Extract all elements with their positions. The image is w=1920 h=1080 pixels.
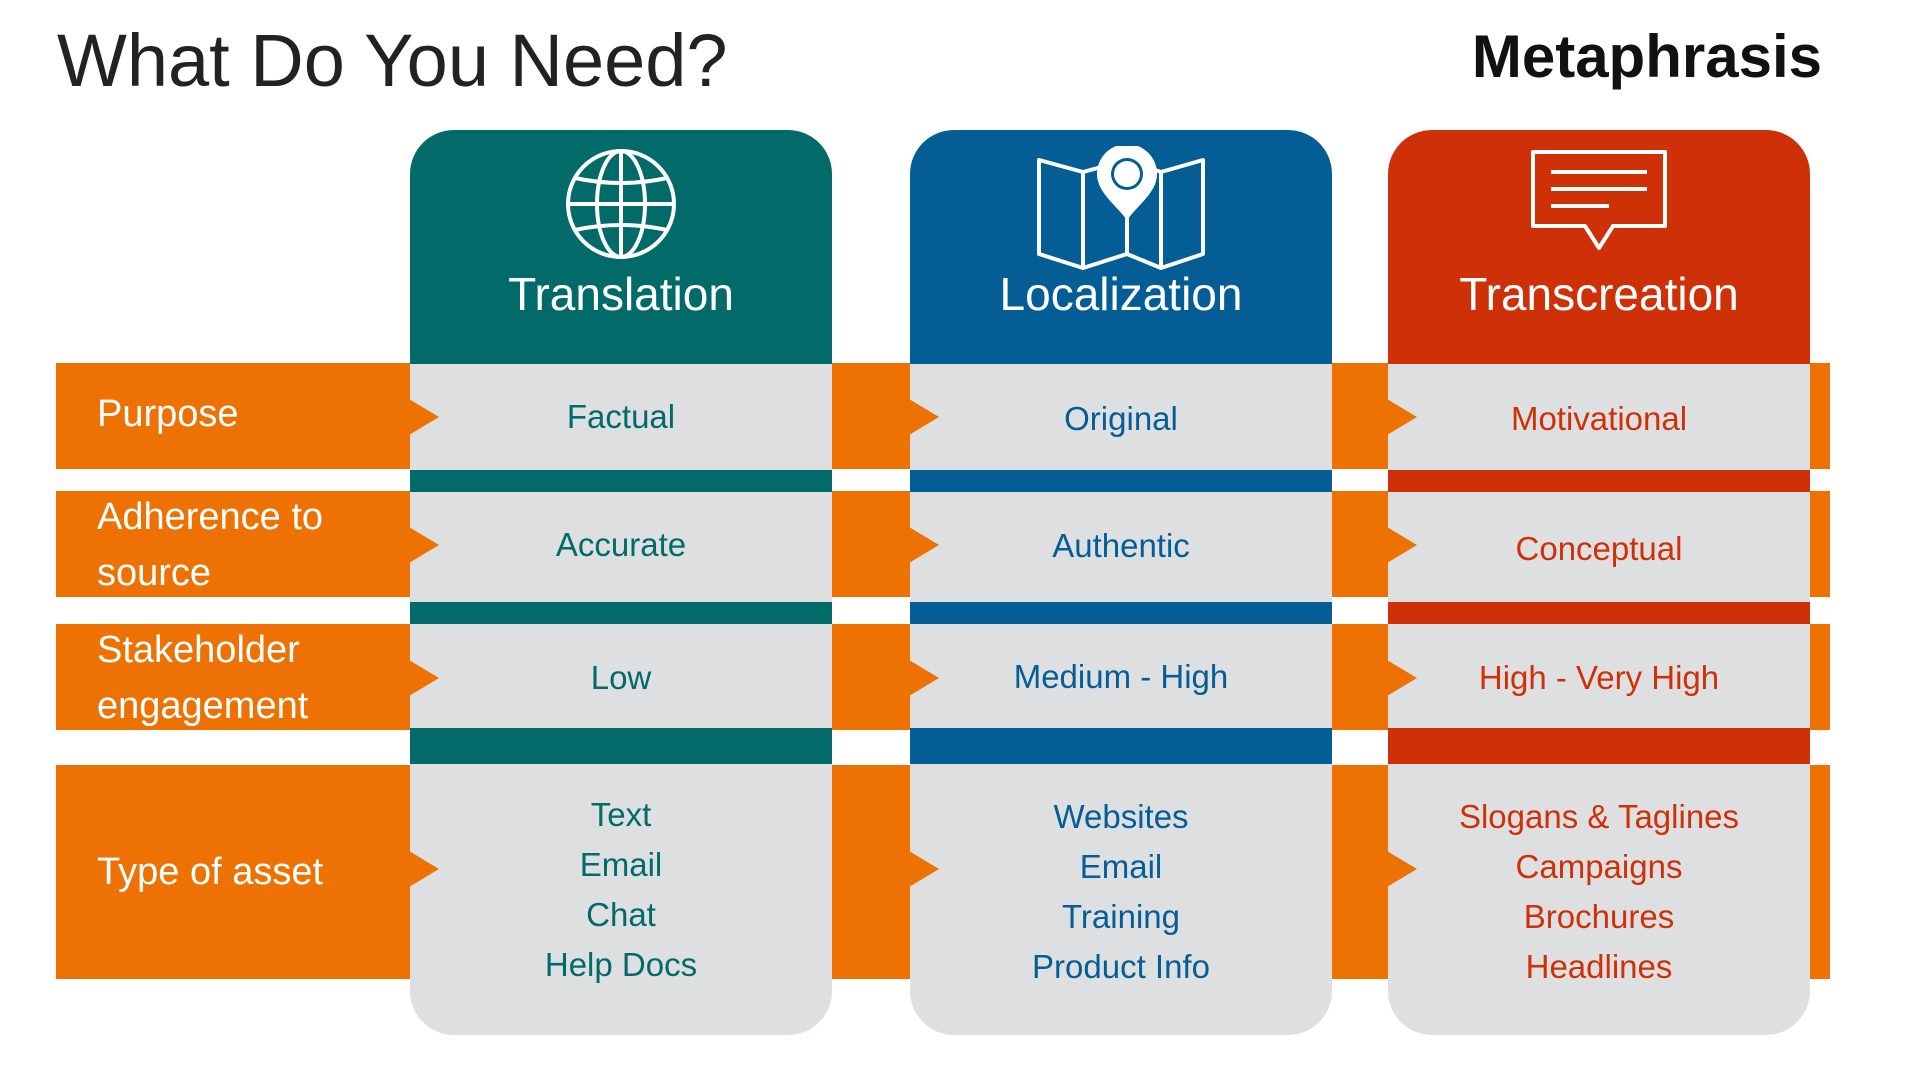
cell-purpose: Motivational [1510,400,1688,437]
row-arrow [409,527,439,563]
row-separator [910,728,1332,764]
column-localization: Localization Original Authentic Medium -… [909,130,1332,1035]
row-separator [1388,470,1810,492]
row-label-asset-type: Type of asset [97,851,324,893]
row-separator [410,470,832,492]
row-separator [1388,602,1810,624]
cell-purpose: Original [1064,400,1178,437]
asset-item: Help Docs [544,946,698,983]
cell-asset-list: Slogans & Taglines Campaigns Brochures H… [1388,792,1810,992]
row-arrow [1387,527,1417,563]
row-separator [1388,728,1810,764]
row-separator [410,728,832,764]
page-title: What Do You Need? [57,19,728,102]
row-arrow [909,660,939,696]
cell-purpose: Factual [566,398,676,435]
brand-logo-text: Metaphrasis [1471,23,1822,90]
column-title: Localization [999,268,1243,320]
asset-item: Text [590,796,652,833]
column-body: Motivational Conceptual High - Very High… [1387,364,1810,1035]
column-header: Localization [910,130,1332,364]
cell-adherence: Accurate [555,526,687,563]
row-separator [910,602,1332,624]
speech-bubble-icon [1531,150,1667,250]
asset-item: Campaigns [1515,848,1683,885]
row-arrow [409,399,439,435]
row-arrow [909,527,939,563]
row-separator [910,470,1332,492]
cell-asset-list: Websites Email Training Product Info [910,792,1332,992]
asset-item: Chat [586,896,656,933]
map-pin-icon [1037,146,1205,270]
asset-item: Email [579,846,663,883]
globe-icon [566,149,676,259]
row-label-adherence: Adherence to source [97,496,324,594]
row-arrow [409,851,439,887]
cell-adherence: Conceptual [1515,530,1683,567]
asset-item: Websites [1053,798,1189,835]
cell-engagement: Medium - High [1013,658,1229,695]
row-arrow [1387,851,1417,887]
asset-item: Product Info [1032,948,1210,985]
row-arrow [409,660,439,696]
column-body: Factual Accurate Low Text Email Chat Hel… [409,364,832,1035]
asset-item: Email [1079,848,1163,885]
cell-adherence: Authentic [1052,527,1190,564]
cell-engagement: High - Very High [1478,659,1720,696]
column-translation: Translation Factual Accurate Low Text Em… [409,130,832,1035]
row-separator [410,602,832,624]
asset-item: Slogans & Taglines [1458,798,1740,835]
row-label-engagement: Stakeholder engagement [97,629,309,727]
row-arrow [909,851,939,887]
column-transcreation: Transcreation Motivational Conceptual Hi… [1387,130,1810,1035]
row-label-purpose: Purpose [97,393,239,435]
asset-item: Headlines [1525,948,1673,985]
row-arrow [1387,399,1417,435]
cell-engagement: Low [590,659,652,696]
cell-asset-list: Text Email Chat Help Docs [410,790,832,990]
column-title: Transcreation [1459,268,1739,320]
row-arrow [909,399,939,435]
column-title: Translation [508,268,734,320]
column-body: Original Authentic Medium - High Website… [909,364,1332,1035]
column-header: Transcreation [1388,130,1810,364]
asset-item: Brochures [1523,898,1675,935]
row-arrow [1387,660,1417,696]
column-header: Translation [410,130,832,364]
asset-item: Training [1062,898,1180,935]
